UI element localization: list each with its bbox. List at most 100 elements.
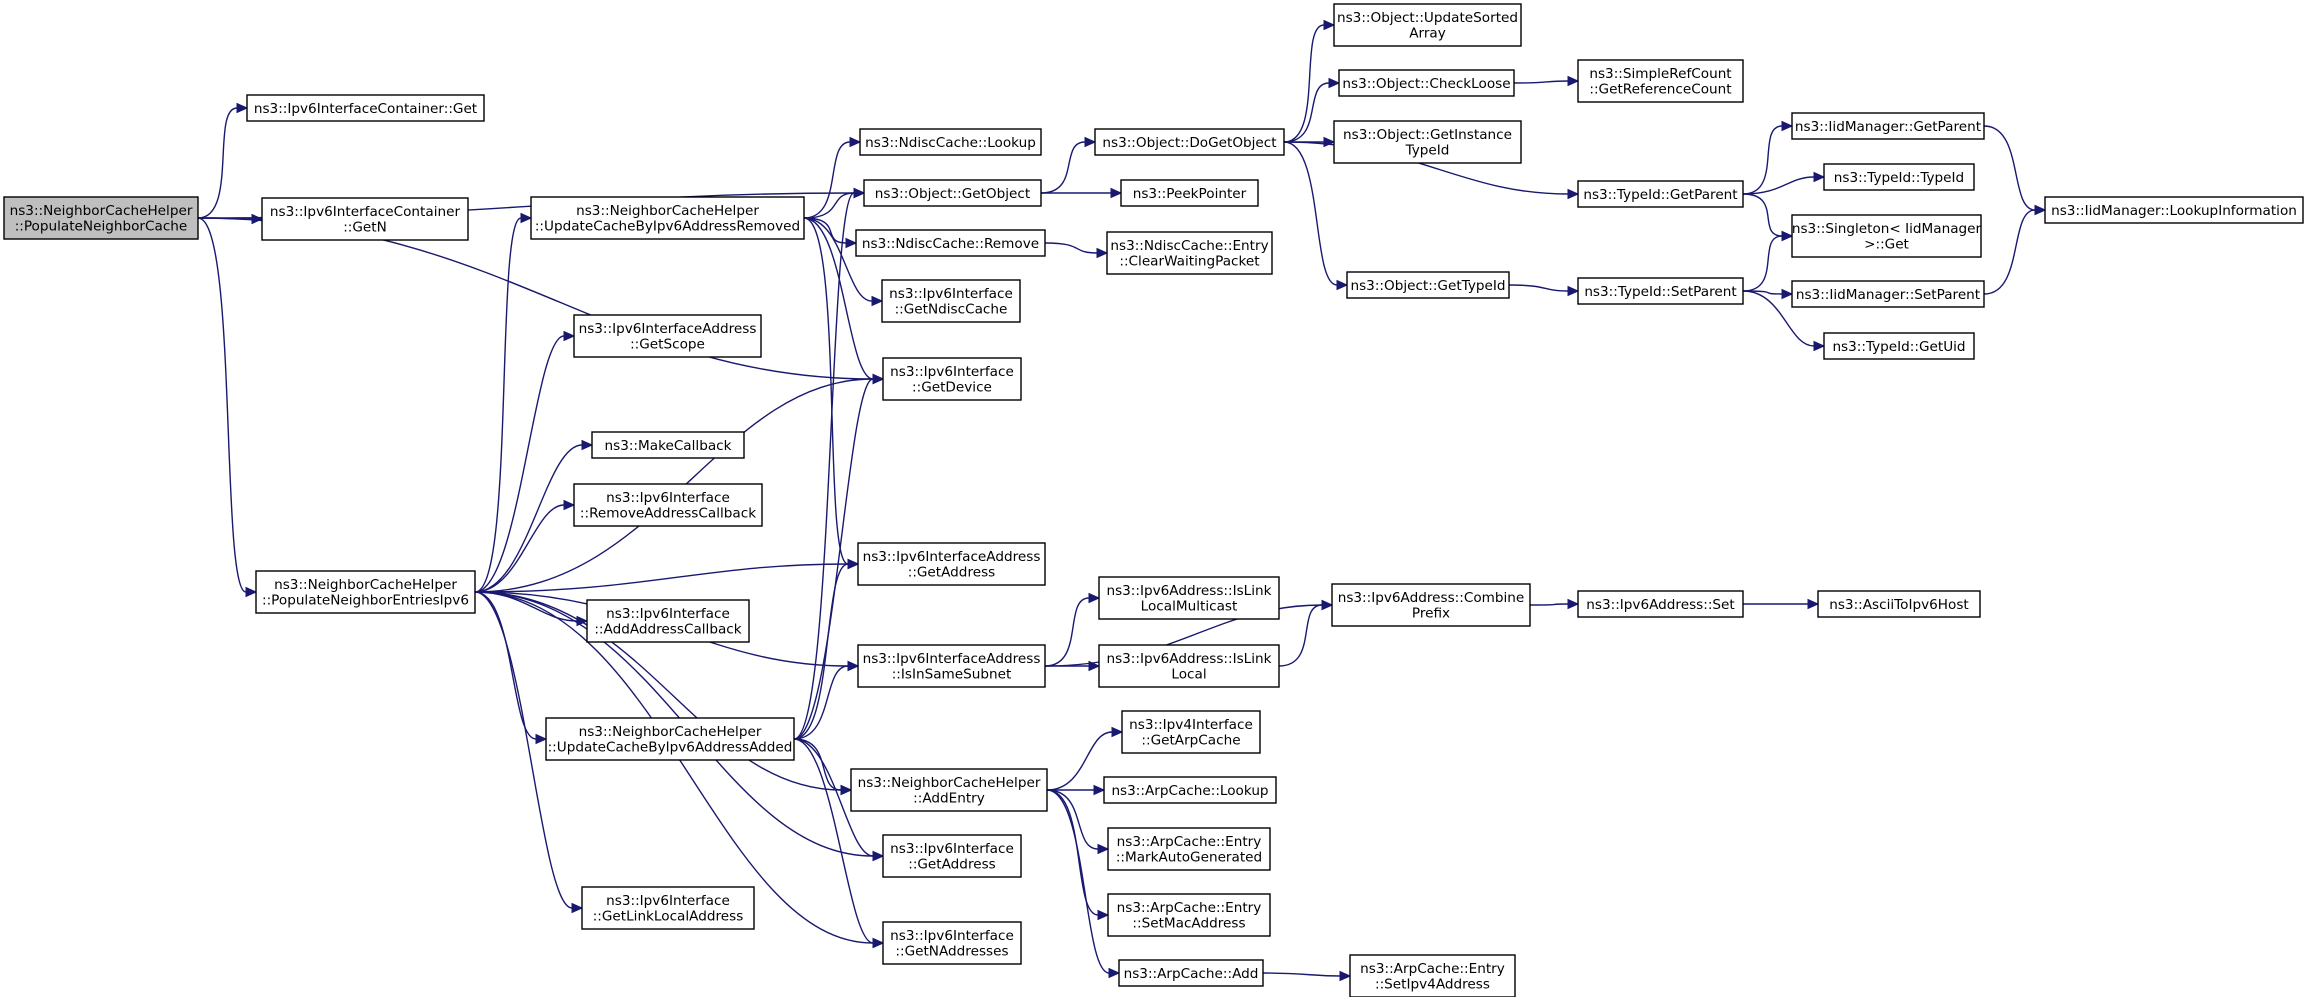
edge-doGetObject-to-checkLoose [1283, 77, 1341, 143]
node-label-line: ::GetArpCache [1141, 733, 1240, 749]
edge-line [803, 217, 873, 302]
node-objectGetObject[interactable]: ns3::Object::GetObject [863, 179, 1042, 207]
node-asciiToIpv6Host[interactable]: ns3::AsciiToIpv6Host [1817, 590, 1981, 618]
node-label-line: ns3::NeighborCacheHelper [576, 203, 759, 219]
node-label-line: ::GetLinkLocalAddress [593, 909, 744, 925]
node-label-line: ns3::TypeId::TypeId [1834, 170, 1964, 186]
node-label-line: ns3::AsciiToIpv6Host [1829, 597, 1969, 613]
node-ipv6IfGetDevice[interactable]: ns3::Ipv6Interface::GetDevice [882, 357, 1022, 401]
node-typeIdGetUid[interactable]: ns3::TypeId::GetUid [1823, 332, 1975, 360]
node-addEntry[interactable]: ns3::NeighborCacheHelper::AddEntry [850, 768, 1048, 812]
node-ipv4IfGetArpCache[interactable]: ns3::Ipv4Interface::GetArpCache [1121, 710, 1261, 754]
edge-addEntry-to-ipv4IfGetArpCache [1046, 726, 1124, 791]
node-clearWaitingPacket[interactable]: ns3::NdiscCache::Entry::ClearWaitingPack… [1106, 231, 1273, 275]
node-removeAddressCallback[interactable]: ns3::Ipv6Interface::RemoveAddressCallbac… [573, 483, 763, 527]
node-addAddressCallback[interactable]: ns3::Ipv6Interface::AddAddressCallback [586, 599, 750, 643]
edges-layer [197, 19, 2047, 982]
edge-line [1983, 125, 2036, 211]
edge-arrowhead [1781, 120, 1794, 132]
edge-arrowhead [1096, 247, 1109, 259]
node-ipv6ContainerGet[interactable]: ns3::Ipv6InterfaceContainer::Get [246, 94, 485, 122]
node-box [859, 128, 1042, 156]
node-typeIdSetParent[interactable]: ns3::TypeId::SetParent [1577, 277, 1744, 305]
node-doGetObject[interactable]: ns3::Object::DoGetObject [1094, 128, 1285, 156]
edge-line [1742, 290, 1815, 347]
node-box [1577, 180, 1744, 208]
edge-arrowhead [872, 937, 885, 949]
edge-line [1046, 731, 1113, 791]
node-typeIdTypeId[interactable]: ns3::TypeId::TypeId [1823, 163, 1975, 191]
edge-addEntry-to-arpLookup [1046, 784, 1106, 796]
node-ndiscLookup[interactable]: ns3::NdiscCache::Lookup [859, 128, 1042, 156]
node-iidGetParent[interactable]: ns3::IidManager::GetParent [1791, 112, 1985, 140]
edge-line [793, 738, 874, 944]
node-label-line: ::RemoveAddressCallback [580, 506, 756, 522]
edge-arpAdd-to-setIpv4Address [1262, 970, 1352, 982]
node-box [1823, 163, 1975, 191]
node-typeIdGetParent[interactable]: ns3::TypeId::GetParent [1577, 180, 1744, 208]
node-label-line: LocalMulticast [1141, 599, 1238, 615]
edge-line [474, 591, 573, 909]
node-label-line: ::ClearWaitingPacket [1119, 254, 1259, 270]
edge-line [474, 591, 537, 740]
node-label-line: ns3::Ipv6Address::IsLink [1106, 651, 1271, 667]
node-label-line: ns3::NdiscCache::Entry [1110, 238, 1268, 254]
node-objectGetTypeId[interactable]: ns3::Object::GetTypeId [1346, 271, 1510, 299]
node-updateCacheRemoved[interactable]: ns3::NeighborCacheHelper::UpdateCacheByI… [530, 196, 805, 240]
node-ndiscRemove[interactable]: ns3::NdiscCache::Remove [855, 229, 1046, 257]
node-label-line: ns3::Ipv6InterfaceContainer [270, 204, 461, 220]
node-peekPointer[interactable]: ns3::PeekPointer [1120, 179, 1259, 207]
edge-arrowhead [236, 102, 249, 114]
nodes-layer: ns3::NeighborCacheHelper::PopulateNeighb… [3, 3, 2304, 997]
node-setIpv4Address[interactable]: ns3::ArpCache::Entry::SetIpv4Address [1349, 954, 1516, 997]
node-label-line: ns3::Object::GetObject [875, 186, 1030, 202]
edge-arrowhead [576, 615, 589, 627]
node-label-line: ::UpdateCacheByIpv6AddressAdded [548, 740, 793, 756]
node-ipv6ContainerGetN[interactable]: ns3::Ipv6InterfaceContainer::GetN [261, 197, 469, 241]
edge-arrowhead [2034, 204, 2047, 216]
edge-arrowhead [1339, 970, 1352, 982]
node-makeCallback[interactable]: ns3::MakeCallback [591, 431, 745, 459]
node-markAutoGenerated[interactable]: ns3::ArpCache::Entry::MarkAutoGenerated [1107, 827, 1271, 871]
node-arpAdd[interactable]: ns3::ArpCache::Add [1118, 959, 1264, 987]
node-box [255, 570, 476, 614]
node-setMacAddress[interactable]: ns3::ArpCache::Entry::SetMacAddress [1107, 893, 1271, 937]
node-getNdiscCache[interactable]: ns3::Ipv6Interface::GetNdiscCache [881, 279, 1021, 323]
node-singletonGet[interactable]: ns3::Singleton< IidManager>::Get [1791, 214, 1982, 258]
edge-arrowhead [840, 784, 853, 796]
node-getNAddresses[interactable]: ns3::Ipv6Interface::GetNAddresses [882, 921, 1022, 965]
node-label-line: ns3::Object::DoGetObject [1102, 135, 1276, 151]
node-isInSameSubnet[interactable]: ns3::Ipv6InterfaceAddress::IsInSameSubne… [857, 644, 1046, 688]
node-ipv6IfGetAddress[interactable]: ns3::Ipv6Interface::GetAddress [882, 834, 1022, 878]
edge-line [803, 141, 851, 219]
node-iidSetParent[interactable]: ns3::IidManager::SetParent [1791, 280, 1985, 308]
node-label-line: >::Get [1864, 237, 1909, 253]
node-getReferenceCount[interactable]: ns3::SimpleRefCount::GetReferenceCount [1577, 59, 1744, 103]
node-label-line: ::SetMacAddress [1132, 916, 1245, 932]
edge-populateNeighborEntriesIpv6-to-makeCallback [474, 439, 594, 593]
node-box [882, 357, 1022, 401]
node-checkLoose[interactable]: ns3::Object::CheckLoose [1338, 69, 1515, 97]
node-ipv6IfAddrGetScope[interactable]: ns3::Ipv6InterfaceAddress::GetScope [573, 314, 762, 358]
node-label-line: ns3::Ipv6Interface [606, 893, 730, 909]
edge-arrowhead [571, 902, 584, 914]
node-ipv6AddressSet[interactable]: ns3::Ipv6Address::Set [1577, 590, 1744, 618]
edge-typeIdGetParent-to-iidGetParent [1742, 120, 1794, 195]
node-getLinkLocalAddress[interactable]: ns3::Ipv6Interface::GetLinkLocalAddress [581, 886, 755, 930]
node-lookupInformation[interactable]: ns3::IidManager::LookupInformation [2044, 196, 2304, 224]
edge-doGetObject-to-typeIdGetParent [1283, 141, 1580, 200]
node-ipv6IfAddrGetAddress[interactable]: ns3::Ipv6InterfaceAddress::GetAddress [857, 542, 1046, 586]
node-box [857, 644, 1046, 688]
node-updateCacheAdded[interactable]: ns3::NeighborCacheHelper::UpdateCacheByI… [545, 717, 795, 761]
edge-line [803, 217, 874, 380]
edge-arrowhead [1093, 784, 1106, 796]
node-arpLookup[interactable]: ns3::ArpCache::Lookup [1103, 776, 1277, 804]
node-populateNeighborCache[interactable]: ns3::NeighborCacheHelper::PopulateNeighb… [3, 196, 199, 240]
node-populateNeighborEntriesIpv6[interactable]: ns3::NeighborCacheHelper::PopulateNeighb… [255, 570, 476, 614]
edge-line [1283, 141, 1338, 286]
